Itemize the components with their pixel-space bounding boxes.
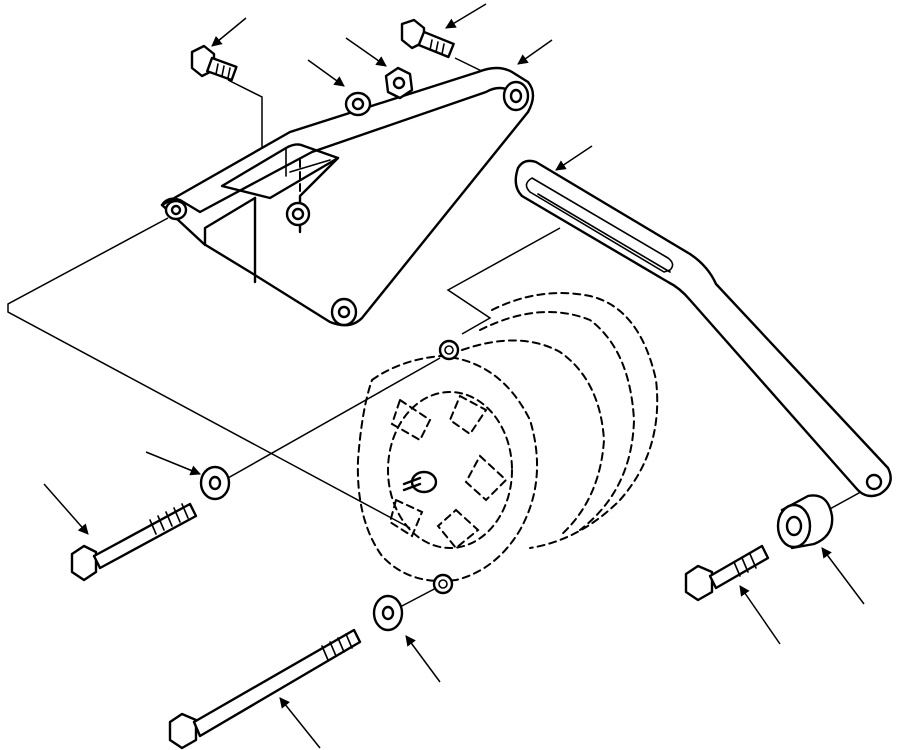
alternator-band-1 xyxy=(479,311,636,531)
strap-edge xyxy=(537,193,671,273)
bolt-strap-head xyxy=(684,564,714,602)
bracket-bolt-left xyxy=(190,44,238,82)
alternator-rear xyxy=(491,292,659,549)
alternator-front-frame xyxy=(356,354,539,582)
bolt-right-shank xyxy=(417,30,455,59)
nut-top-hole xyxy=(392,76,406,90)
arrow-strap xyxy=(555,145,593,171)
alternator-ear-top xyxy=(438,339,460,361)
alternator-ear-top-hole xyxy=(444,345,454,355)
bracket-pocket xyxy=(220,143,340,200)
strap-body xyxy=(514,159,892,498)
leader-line-washer-bottom xyxy=(399,585,441,608)
alternator-ear-bottom xyxy=(432,573,454,595)
alternator-fan-blade-5 xyxy=(388,498,424,538)
alternator-fan-blade-1 xyxy=(390,398,432,442)
strap-end-hole xyxy=(865,473,883,491)
bracket-web xyxy=(203,196,257,247)
bolt-middle xyxy=(70,502,198,582)
bolt-strap-thread xyxy=(733,553,757,577)
washer-bottom-outer xyxy=(372,594,404,632)
bracket-hole-left-inner xyxy=(170,204,182,216)
bracket-top-edge xyxy=(160,86,514,214)
leader-line-strap xyxy=(446,227,561,335)
spacer-bore xyxy=(785,515,803,537)
alternator-shaft xyxy=(410,470,438,494)
arrow-washer-bottom xyxy=(405,635,441,683)
alternator-fan-blade-3 xyxy=(464,454,508,502)
arrow-bolt-long xyxy=(279,697,321,749)
bolt-left-thread xyxy=(215,63,231,79)
leader-line-bracket-left xyxy=(7,217,411,529)
arrow-bracket-bolt-right xyxy=(445,3,487,29)
callout-arrows xyxy=(43,3,865,749)
bracket-hole-top-inner xyxy=(509,88,523,104)
adjusting-strap xyxy=(514,159,892,498)
bolt-right-thread xyxy=(429,39,445,55)
washer-bottom xyxy=(372,594,404,632)
leader-line-washer-middle xyxy=(227,357,441,479)
nut-top-body xyxy=(384,66,414,100)
mounting-bracket xyxy=(160,66,535,327)
washer-top-outer xyxy=(344,91,372,117)
bracket-hole-mid-inner xyxy=(291,207,305,221)
arrow-bracket xyxy=(517,39,553,65)
bolt-middle-thread xyxy=(149,503,189,535)
alternator-fan-blade-2 xyxy=(448,394,488,436)
bolt-long-head xyxy=(168,712,198,750)
alternator-ear-bottom-hole xyxy=(438,579,448,589)
bracket-pocket-inner xyxy=(285,147,331,177)
alternator-band-2 xyxy=(461,339,606,537)
arrow-nut-top xyxy=(345,37,387,67)
leader-lines xyxy=(7,57,869,608)
arrow-washer-top xyxy=(307,59,345,87)
arrow-washer-middle xyxy=(145,451,201,476)
bolt-long-bottom xyxy=(168,628,362,750)
bolt-middle-head xyxy=(70,544,98,582)
alternator-fan-blade-4 xyxy=(436,508,480,550)
bracket-hole-bottom-inner xyxy=(337,305,351,319)
washer-middle-inner xyxy=(208,475,222,491)
bolt-strap-shank xyxy=(708,544,770,590)
washer-bottom-inner xyxy=(381,605,395,621)
alternator xyxy=(356,292,659,595)
washer-middle-outer xyxy=(199,465,231,501)
bolt-strap xyxy=(684,544,770,602)
washer-top-inner xyxy=(351,97,365,111)
alternator-fan xyxy=(387,391,513,549)
bolt-long-shank xyxy=(192,628,362,738)
spacer-sleeve xyxy=(776,494,834,550)
arrow-spacer xyxy=(821,547,865,605)
nut-top xyxy=(384,66,414,100)
bolt-middle-shank xyxy=(92,502,198,570)
bolt-long-thread xyxy=(321,633,353,661)
washer-top xyxy=(344,91,372,117)
spacer-face xyxy=(776,503,812,549)
washer-middle xyxy=(199,465,231,501)
arrow-bolt-strap xyxy=(739,585,781,645)
arrow-bolt-middle xyxy=(43,483,89,535)
bracket-bolt-right xyxy=(400,18,455,59)
alternator-shaft-nut xyxy=(402,476,422,492)
arrow-bracket-bolt-left xyxy=(211,17,247,47)
